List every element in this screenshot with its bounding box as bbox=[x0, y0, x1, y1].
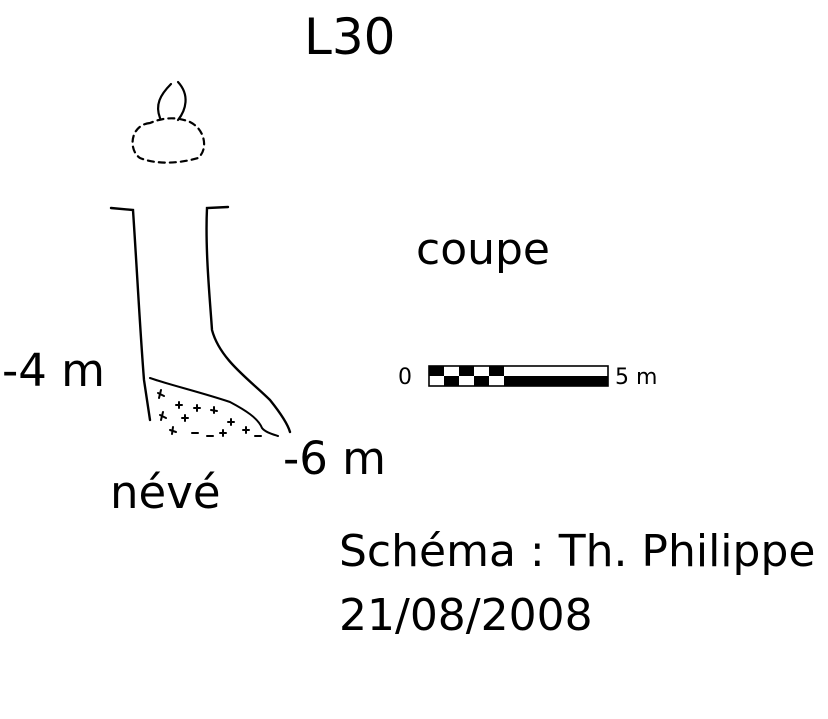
page-title: L30 bbox=[304, 8, 396, 66]
drawing-date: 21/08/2008 bbox=[339, 590, 593, 641]
deposit-label: névé bbox=[110, 466, 221, 519]
scale-bar-checks bbox=[429, 366, 608, 386]
scale-start-label: 0 bbox=[398, 365, 412, 390]
author-credit: Schéma : Th. Philippe bbox=[339, 526, 816, 577]
neve-deposit bbox=[149, 377, 279, 437]
scale-bar bbox=[428, 365, 609, 387]
entrance-sketch bbox=[131, 80, 206, 164]
depth-label-upper: -4 m bbox=[2, 344, 106, 397]
shaft-walls bbox=[109, 205, 292, 434]
scale-end-label: 5 m bbox=[615, 365, 658, 390]
view-label: coupe bbox=[416, 224, 550, 275]
depth-label-lower: -6 m bbox=[283, 432, 387, 485]
